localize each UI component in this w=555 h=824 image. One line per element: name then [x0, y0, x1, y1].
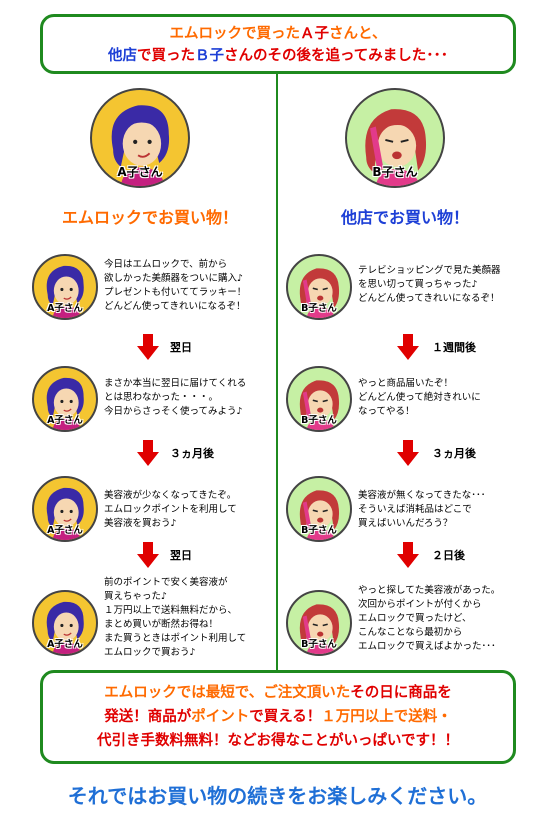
avatar-b-large: B子さん	[345, 88, 445, 188]
benefits-point: ポイント	[191, 709, 250, 725]
benefits-line-2: 発送！商品がポイントで買える！１万円以上で送料・	[43, 705, 513, 729]
right-title: 他店でお買い物！	[340, 208, 469, 227]
woman-b-icon	[365, 109, 427, 186]
avatar-a-small: A子さん	[32, 254, 98, 320]
right-arrow-label-1: １週間後	[432, 341, 476, 354]
avatar-a-large: A子さん	[90, 88, 190, 188]
avatar-b-label: B子さん	[301, 525, 337, 536]
right-arrow-label-3: ２日後	[432, 549, 465, 562]
avatar-a-small: A子さん	[32, 366, 98, 432]
woman-a-icon	[46, 377, 84, 430]
avatar-a-label: A子さん	[47, 639, 83, 650]
avatar-b-label: B子さん	[372, 165, 418, 179]
header-box: エムロックで買ったＡ子さんと、 他店で買ったＢ子さんのその後を追ってみました･･…	[40, 14, 516, 74]
woman-a-icon	[46, 601, 84, 654]
benefits-line-1: エムロックでは最短で、ご注文頂いたその日に商品を	[43, 681, 513, 705]
avatar-a-label: A子さん	[47, 303, 83, 314]
woman-a-icon	[46, 265, 84, 318]
avatar-a-label: A子さん	[47, 525, 83, 536]
left-step-4: 前のポイントで安く美容液が 買えちゃった♪ １万円以上で送料無料だから、 まとめ…	[104, 577, 247, 658]
avatar-a-label: A子さん	[117, 165, 163, 179]
avatar-b-label: B子さん	[301, 415, 337, 426]
header-b-ko: Ｂ子	[194, 48, 224, 64]
header-text: で買った	[242, 26, 301, 42]
woman-b-icon	[299, 604, 340, 654]
avatar-b-small: B子さん	[286, 590, 352, 656]
left-step-1: 今日はエムロックで、前から 欲しかった美顔器をついに購入♪ プレゼントも付いてて…	[104, 259, 247, 312]
header-text: さんと、	[329, 26, 387, 42]
left-step-3: 美容液が少なくなってきたぞ。 エムロックポイントを利用して 美容液を買おう♪	[104, 490, 237, 529]
avatar-b-small: B子さん	[286, 254, 352, 320]
avatar-b-label: B子さん	[301, 303, 337, 314]
woman-a-icon	[111, 105, 170, 186]
benefits-box: エムロックでは最短で、ご注文頂いたその日に商品を 発送！商品がポイントで買える！…	[40, 670, 516, 764]
woman-b-icon	[299, 268, 340, 318]
header-text: さんのその後を追ってみました･･･	[223, 48, 449, 64]
avatar-a-small: A子さん	[32, 476, 98, 542]
header-a-ko: Ａ子	[300, 26, 330, 42]
benefits-mrock: エムロック	[104, 685, 177, 701]
benefits-cod-free: 代引き手数料無料！	[96, 733, 228, 749]
footer-message: それではお買い物の続きをお楽しみください。	[67, 784, 488, 808]
avatar-a-small: A子さん	[32, 590, 98, 656]
benefits-text: などお得なことがいっぱいです！！	[227, 733, 460, 749]
woman-b-icon	[299, 380, 340, 430]
benefits-text: では最短で、ご注文頂いた	[176, 685, 351, 701]
benefits-free-shipping: １万円以上で送料・	[321, 709, 452, 725]
header-other-store: 他店	[107, 48, 137, 64]
avatar-b-small: B子さん	[286, 476, 352, 542]
benefits-same-day: その日に商品を	[350, 685, 452, 701]
center-divider	[276, 74, 278, 674]
left-arrow-label-3: 翌日	[170, 549, 192, 562]
down-arrow-icon	[397, 334, 419, 360]
down-arrow-icon	[397, 542, 419, 568]
down-arrow-icon	[137, 542, 159, 568]
left-title: エムロックでお買い物！	[61, 208, 238, 227]
benefits-text: 発送！商品が	[104, 709, 192, 725]
benefits-text: で買える！	[249, 709, 322, 725]
down-arrow-icon	[137, 440, 159, 466]
right-step-4: やっと探してた美容液があった。 次回からポイントが付くから エムロックで買ったけ…	[358, 585, 501, 652]
avatar-b-small: B子さん	[286, 366, 352, 432]
avatar-b-label: B子さん	[301, 639, 337, 650]
benefits-line-3: 代引き手数料無料！などお得なことがいっぱいです！！	[43, 729, 513, 753]
right-step-1: テレビショッピングで見た美顔器 を思い切って買っちゃった♪ どんどん使ってきれい…	[358, 265, 501, 304]
left-arrow-label-2: ３ヵ月後	[170, 447, 214, 460]
header-mrock: エムロック	[169, 26, 243, 42]
woman-a-icon	[46, 487, 84, 540]
right-arrow-label-2: ３ヵ月後	[432, 447, 476, 460]
woman-b-icon	[299, 490, 340, 540]
right-step-2: やっと商品届いたぞ！ どんどん使って絶対きれいに なってやる！	[358, 378, 481, 417]
header-line-1: エムロックで買ったＡ子さんと、	[43, 23, 513, 45]
down-arrow-icon	[137, 334, 159, 360]
left-step-2: まさか本当に翌日に届けてくれる とは思わなかった・・・。 今日からさっそく使って…	[104, 378, 247, 417]
header-line-2: 他店で買ったＢ子さんのその後を追ってみました･･･	[43, 45, 513, 67]
avatar-a-label: A子さん	[47, 415, 83, 426]
left-arrow-label-1: 翌日	[170, 341, 192, 354]
right-step-3: 美容液が無くなってきたな･･･ そういえば消耗品はどこで 買えばいいんだろう？	[358, 490, 486, 529]
header-text: で買った	[136, 48, 195, 64]
down-arrow-icon	[397, 440, 419, 466]
